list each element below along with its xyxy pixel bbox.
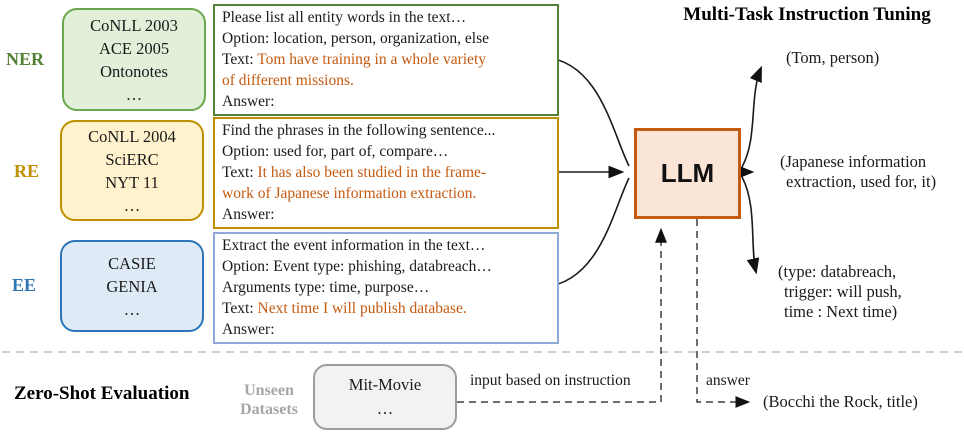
dashed-arrow-llm-answer (696, 219, 751, 408)
instruction-line: Option: Event type: phishing, databreach… (222, 258, 492, 275)
output-line: (Tom, person) (786, 48, 880, 67)
dataset-ellipsis: … (125, 84, 143, 104)
dataset-name: Ontonotes (100, 61, 168, 81)
dataset-ellipsis: … (123, 299, 141, 319)
unseen-datasets-label: Unseen Datasets (233, 381, 305, 419)
answer-field-label: Answer: (222, 93, 275, 110)
output-zero-shot: (Bocchi the Rock, title) (763, 392, 918, 411)
instruction-line: Please list all entity words in the text… (222, 9, 467, 26)
unseen-label-line: Unseen (244, 382, 294, 399)
instruction-line: Text: It has also been studied in the fr… (222, 162, 550, 183)
llm-label: LLM (660, 158, 715, 188)
output-line: (type: databreach, (778, 262, 897, 281)
zero-shot-heading: Zero-Shot Evaluation (14, 383, 190, 404)
output-line: (Japanese information (780, 152, 927, 171)
input-arrow-label: input based on instruction (470, 372, 631, 390)
instruction-box-ner: Please list all entity words in the text… (213, 4, 559, 116)
dataset-name: CASIE (108, 253, 156, 273)
text-sentence: It has also been studied in the frame- (257, 164, 487, 181)
instruction-box-ee: Extract the event information in the tex… (213, 232, 559, 344)
output-re: (Japanese information extraction, used f… (780, 152, 936, 192)
output-line: trigger: will push, (784, 282, 902, 301)
answer-field-label: Answer: (222, 206, 275, 223)
task-label-re: RE (14, 161, 40, 181)
text-sentence-continued: work of Japanese information extraction. (222, 185, 477, 202)
output-line: extraction, used for, it) (786, 172, 937, 191)
dataset-box-ee: CASIE GENIA … (60, 240, 204, 332)
llm-box: LLM (634, 128, 741, 219)
dataset-name: GENIA (106, 276, 158, 296)
page-title: Multi-Task Instruction Tuning (683, 4, 931, 25)
text-sentence-continued: of different missions. (222, 72, 354, 89)
arrow-llm-to-ee-output (741, 176, 760, 275)
arrow-ner-to-llm (543, 56, 630, 167)
dataset-name: Mit-Movie (348, 375, 422, 394)
arrow-llm-to-ner-output (741, 65, 762, 168)
output-line: time : Next time) (784, 302, 898, 321)
instruction-box-re: Find the phrases in the following senten… (213, 117, 559, 229)
instruction-line: Option: used for, part of, compare… (222, 143, 449, 160)
task-label-ner: NER (6, 49, 45, 69)
dataset-box-ner: CoNLL 2003 ACE 2005 Ontonotes … (62, 8, 206, 111)
dataset-ellipsis: … (123, 195, 141, 215)
dataset-name: ACE 2005 (98, 38, 170, 58)
text-field-label: Text: (222, 300, 258, 317)
output-ner: (Tom, person) (786, 48, 879, 68)
instruction-line: Extract the event information in the tex… (222, 237, 486, 254)
dataset-name: CoNLL 2004 (88, 126, 176, 146)
answer-field-label: Answer: (222, 321, 275, 338)
dataset-name: NYT 11 (105, 172, 159, 192)
text-field-label: Text: (222, 164, 258, 181)
dataset-box-zero-shot: Mit-Movie … (313, 364, 457, 430)
text-sentence: Tom have training in a whole variety (257, 51, 486, 68)
instruction-line: Arguments type: time, purpose… (222, 279, 430, 296)
task-label-ee: EE (12, 275, 37, 295)
dataset-name: CoNLL 2003 (90, 15, 178, 35)
answer-arrow-label: answer (706, 372, 750, 390)
instruction-line: Text: Tom have training in a whole varie… (222, 49, 550, 70)
instruction-line: Find the phrases in the following senten… (222, 122, 496, 139)
text-field-label: Text: (222, 51, 258, 68)
output-ee: (type: databreach, trigger: will push, t… (778, 262, 902, 322)
text-sentence: Next time I will publish database. (257, 300, 467, 317)
arrow-ee-to-llm (543, 177, 630, 288)
instruction-line: Text: Next time I will publish database. (222, 298, 550, 319)
instruction-line: Option: location, person, organization, … (222, 30, 490, 47)
dataset-ellipsis: … (376, 399, 394, 418)
dataset-box-re: CoNLL 2004 SciERC NYT 11 … (60, 120, 204, 221)
dashed-arrow-input-to-llm (457, 227, 667, 403)
dataset-name: SciERC (105, 149, 159, 169)
unseen-label-line: Datasets (240, 401, 298, 418)
